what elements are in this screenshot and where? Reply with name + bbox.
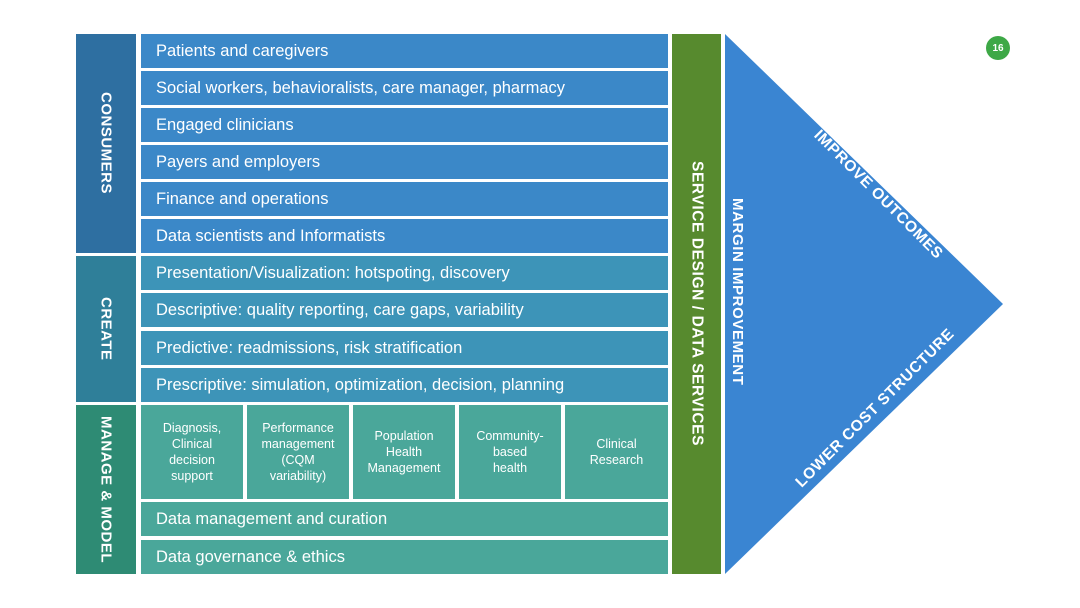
category-consumers-label: CONSUMERS [97, 92, 115, 195]
consumer-row: Patients and caregivers [141, 34, 668, 68]
manage-box-performance: Performance management (CQM variability) [247, 405, 349, 499]
category-create-label: CREATE [97, 297, 115, 361]
box-line: decision [169, 453, 215, 467]
page-number: 16 [992, 42, 1004, 54]
box-line: Management [367, 461, 441, 476]
consumer-row: Payers and employers [141, 145, 668, 179]
manage-box-community: Community- based health [459, 405, 561, 499]
row-label: Data governance & ethics [156, 547, 345, 566]
service-design-label: SERVICE DESIGN / DATA SERVICES [688, 161, 706, 447]
row-label: Payers and employers [156, 152, 321, 171]
category-manage-model-label: MANAGE & MODEL [97, 416, 115, 563]
create-row: Predictive: readmissions, risk stratific… [141, 331, 668, 365]
box-line: Health [385, 444, 423, 459]
box-line: Diagnosis, [162, 420, 222, 435]
box-line: Clinical [596, 436, 637, 451]
manage-box-clinical-research: Clinical Research [565, 405, 668, 499]
box-line: support [171, 469, 213, 484]
consumer-row: Finance and operations [141, 182, 668, 216]
box-line: based [492, 444, 528, 459]
manage-box-population: Population Health Management [353, 405, 455, 499]
box-line: Performance [262, 420, 334, 435]
row-label: Patients and caregivers [156, 41, 329, 60]
row-label: Descriptive: quality reporting, care gap… [156, 300, 524, 319]
row-label: Social workers, behavioralists, care man… [156, 78, 566, 97]
page-number-badge: 16 [986, 36, 1010, 60]
box-line: health [492, 461, 528, 476]
category-create: CREATE [76, 256, 136, 402]
margin-improvement-label: MARGIN IMPROVEMENT [729, 198, 746, 386]
consumer-row: Engaged clinicians [141, 108, 668, 142]
box-line: Community- [476, 428, 544, 443]
row-label: Presentation/Visualization: hotspoting, … [156, 263, 510, 282]
manage-box-diagnosis: Diagnosis, Clinical decision support [141, 405, 243, 499]
consumer-row: Data scientists and Informatists [141, 219, 668, 253]
row-label: Data management and curation [156, 509, 388, 528]
manage-row: Data governance & ethics [141, 540, 668, 574]
service-design-bar: SERVICE DESIGN / DATA SERVICES [672, 34, 721, 574]
create-row: Descriptive: quality reporting, care gap… [141, 293, 668, 327]
row-label: Predictive: readmissions, risk stratific… [156, 338, 463, 357]
category-consumers: CONSUMERS [76, 34, 136, 253]
row-label: Prescriptive: simulation, optimization, … [156, 375, 565, 394]
row-label: Finance and operations [156, 189, 329, 208]
box-line: (CQM [281, 453, 315, 467]
category-manage-model: MANAGE & MODEL [76, 405, 136, 574]
create-row: Presentation/Visualization: hotspoting, … [141, 256, 668, 290]
manage-row: Data management and curation [141, 502, 668, 536]
row-label: Data scientists and Informatists [156, 226, 386, 245]
box-line: Population [374, 428, 434, 443]
consumer-row: Social workers, behavioralists, care man… [141, 71, 668, 105]
box-line: variability) [269, 469, 327, 484]
triangle-shape [725, 34, 1003, 574]
box-line: Clinical [171, 436, 213, 451]
box-line: Research [589, 453, 644, 467]
box-line: management [261, 436, 335, 451]
create-row: Prescriptive: simulation, optimization, … [141, 368, 668, 402]
row-label: Engaged clinicians [156, 115, 294, 134]
